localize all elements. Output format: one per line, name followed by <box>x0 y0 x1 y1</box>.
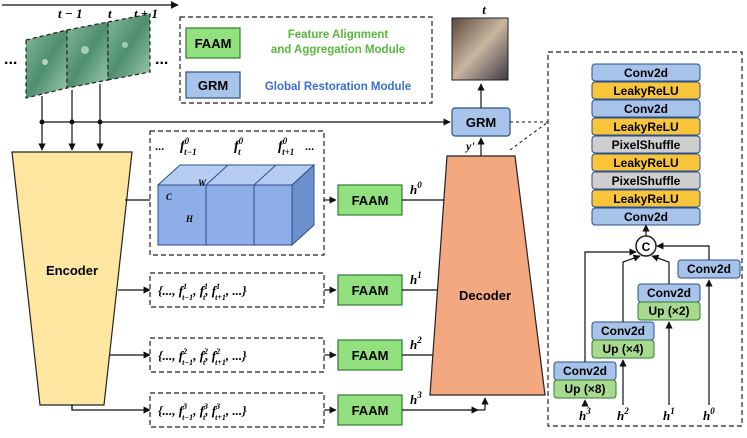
feature-ellipsis-right: ... <box>305 141 314 153</box>
time-label-prev: t − 1 <box>58 6 83 21</box>
encoder-label: Encoder <box>46 263 98 278</box>
branch-h-label-2: h1 <box>663 406 675 423</box>
branch-up-label-1: Up (×4) <box>602 342 643 356</box>
ellipsis-right: ... <box>155 51 168 68</box>
branch-up-1 <box>591 339 655 359</box>
branch-conv-label-3: Conv2d <box>687 262 731 276</box>
feature-cube-3 <box>253 184 293 246</box>
concat-label: C <box>642 240 651 254</box>
branch-up-label-0: Up (×8) <box>564 382 605 396</box>
grm-layer-6 <box>591 171 701 190</box>
grm-layer-2 <box>591 99 701 118</box>
input-frame-next <box>107 13 151 81</box>
grm-layer-5 <box>591 153 701 172</box>
legend-faam-label: FAAM <box>195 36 232 51</box>
h-label-2: h2 <box>410 335 422 352</box>
legend-grm-swatch <box>185 71 241 99</box>
branch-up-2 <box>637 301 701 321</box>
legend-faam-swatch <box>185 27 241 59</box>
input-frames <box>25 13 151 99</box>
h-label-3: h3 <box>410 390 422 407</box>
time-label-cur: t <box>108 6 112 21</box>
dim-h-label: H <box>185 214 194 224</box>
legend-faam-desc-2: and Aggregation Module <box>271 44 405 56</box>
dim-c-label: C <box>166 192 173 202</box>
grm-layer-label-1: LeakyReLU <box>613 84 678 98</box>
grm-layer-7 <box>591 189 701 208</box>
ellipsis-left: ... <box>4 51 17 68</box>
grm-layer-label-6: PixelShuffle <box>612 174 681 188</box>
faam-box-3 <box>337 394 403 426</box>
y-prime-label: y' <box>464 139 475 153</box>
feature-cubes <box>156 163 316 247</box>
grm-layer-label-3: LeakyReLU <box>613 120 678 134</box>
grm-layer-label-5: LeakyReLU <box>613 156 678 170</box>
legend-grm-desc: Global Restoration Module <box>265 81 411 93</box>
decoder <box>429 155 546 396</box>
branch-conv-label-1: Conv2d <box>601 324 645 338</box>
grm-layer-3 <box>591 117 701 136</box>
branch-conv-label-2: Conv2d <box>647 286 691 300</box>
faam-box-1 <box>337 274 403 306</box>
output-frame <box>451 17 509 81</box>
grm-layer-4 <box>591 135 701 154</box>
feature-set-box-3 <box>149 392 325 428</box>
input-frame-cur <box>66 21 109 89</box>
grm-layer-label-4: PixelShuffle <box>612 138 681 152</box>
feature-ellipsis-left: ... <box>155 141 164 153</box>
grm-layer-1 <box>591 81 701 100</box>
h-label-1: h1 <box>410 270 422 287</box>
grm-layer-label-7: LeakyReLU <box>613 192 678 206</box>
branch-h-label-0: h3 <box>579 406 591 423</box>
grm-layer-0 <box>591 63 701 82</box>
branch-up-label-2: Up (×2) <box>648 304 689 318</box>
dim-w-label: W <box>198 178 207 188</box>
feature-set-box-2 <box>149 337 325 373</box>
feature-cube-2 <box>205 184 257 246</box>
feature-cube-1 <box>157 184 209 246</box>
encoder <box>11 151 133 406</box>
faam-label-1: FAAM <box>352 283 389 298</box>
decoder-label: Decoder <box>459 288 511 303</box>
grm-layer-label-2: Conv2d <box>624 102 668 116</box>
branch-up-0 <box>553 379 617 399</box>
faam-label-2: FAAM <box>352 348 389 363</box>
faam-label-0: FAAM <box>352 193 389 208</box>
legend-faam-desc-1: Feature Alignment <box>288 29 389 41</box>
feature-set-box-1 <box>149 272 325 308</box>
legend-grm-label: GRM <box>198 78 228 93</box>
grm-layer-label-0: Conv2d <box>624 66 668 80</box>
grm-layer-label-8: Conv2d <box>624 210 668 224</box>
branch-conv-label-0: Conv2d <box>563 364 607 378</box>
branch-h-label-3: h0 <box>703 406 715 423</box>
grm-box-label: GRM <box>466 115 496 130</box>
branch-h-label-1: h2 <box>617 406 629 423</box>
output-time-label: t <box>482 2 486 17</box>
h-label-0: h0 <box>410 180 422 197</box>
faam-label-3: FAAM <box>352 403 389 418</box>
